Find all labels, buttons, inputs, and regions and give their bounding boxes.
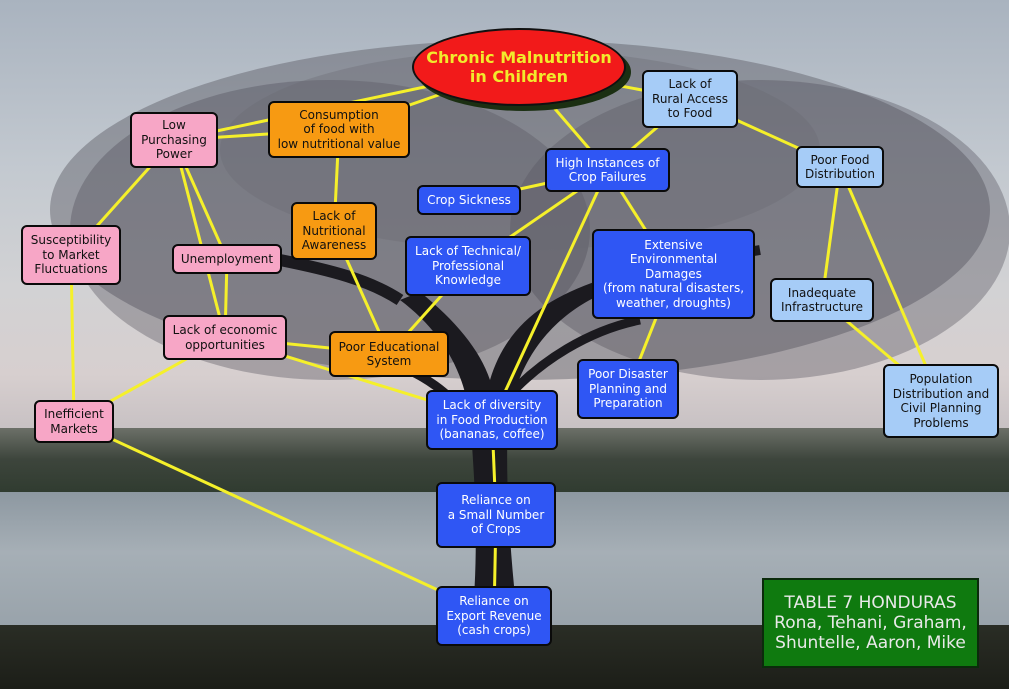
node-high-crop-failures: High Instances of Crop Failures — [545, 148, 670, 192]
node-population-distribution: Population Distribution and Civil Planni… — [883, 364, 999, 438]
node-poor-food-distribution: Poor Food Distribution — [796, 146, 884, 188]
node-reliance-export-revenue: Reliance on Export Revenue (cash crops) — [436, 586, 552, 646]
node-extensive-environmental-damages: Extensive Environmental Damages (from na… — [592, 229, 755, 319]
node-susceptibility-market-fluctuations: Susceptibility to Market Fluctuations — [21, 225, 121, 285]
connector-high_crop_failures-lack_diversity — [490, 168, 609, 422]
connector-poor_food_distribution-inadequate_infrastructure — [820, 165, 842, 302]
node-poor-educational-system: Poor Educational System — [329, 331, 449, 377]
node-inadequate-infrastructure: Inadequate Infrastructure — [770, 278, 874, 322]
team-credit-box: TABLE 7 HONDURAS Rona, Tehani, Graham, S… — [762, 578, 979, 668]
node-lack-technical-knowledge: Lack of Technical/ Professional Knowledg… — [405, 236, 531, 296]
node-lack-nutritional-awareness: Lack of Nutritional Awareness — [291, 202, 377, 260]
node-low-purchasing-power: Low Purchasing Power — [130, 112, 218, 168]
node-poor-disaster-planning: Poor Disaster Planning and Preparation — [577, 359, 679, 419]
node-consumption-low-nutritional-value: Consumption of food with low nutritional… — [268, 101, 410, 158]
node-unemployment: Unemployment — [172, 244, 282, 274]
credit-line-names-1: Rona, Tehani, Graham, — [774, 613, 967, 633]
node-reliance-small-number-crops: Reliance on a Small Number of Crops — [436, 482, 556, 548]
credit-line-names-2: Shuntelle, Aaron, Mike — [775, 633, 966, 653]
node-lack-rural-access: Lack of Rural Access to Food — [642, 70, 738, 128]
node-chronic-malnutrition: Chronic Malnutrition in Children — [412, 28, 626, 106]
connector-inefficient_markets-reliance_export — [72, 420, 496, 618]
credit-line-table: TABLE 7 HONDURAS — [784, 593, 957, 613]
node-lack-economic-opportunities: Lack of economic opportunities — [163, 315, 287, 360]
node-crop-sickness: Crop Sickness — [417, 185, 521, 215]
node-inefficient-markets: Inefficient Markets — [34, 400, 114, 443]
connector-low_purchasing_power-lack_economic_opportunities — [172, 138, 227, 339]
connector-poor_food_distribution-population_distribution — [838, 165, 943, 403]
node-lack-diversity-food-production: Lack of diversity in Food Production (ba… — [426, 390, 558, 450]
